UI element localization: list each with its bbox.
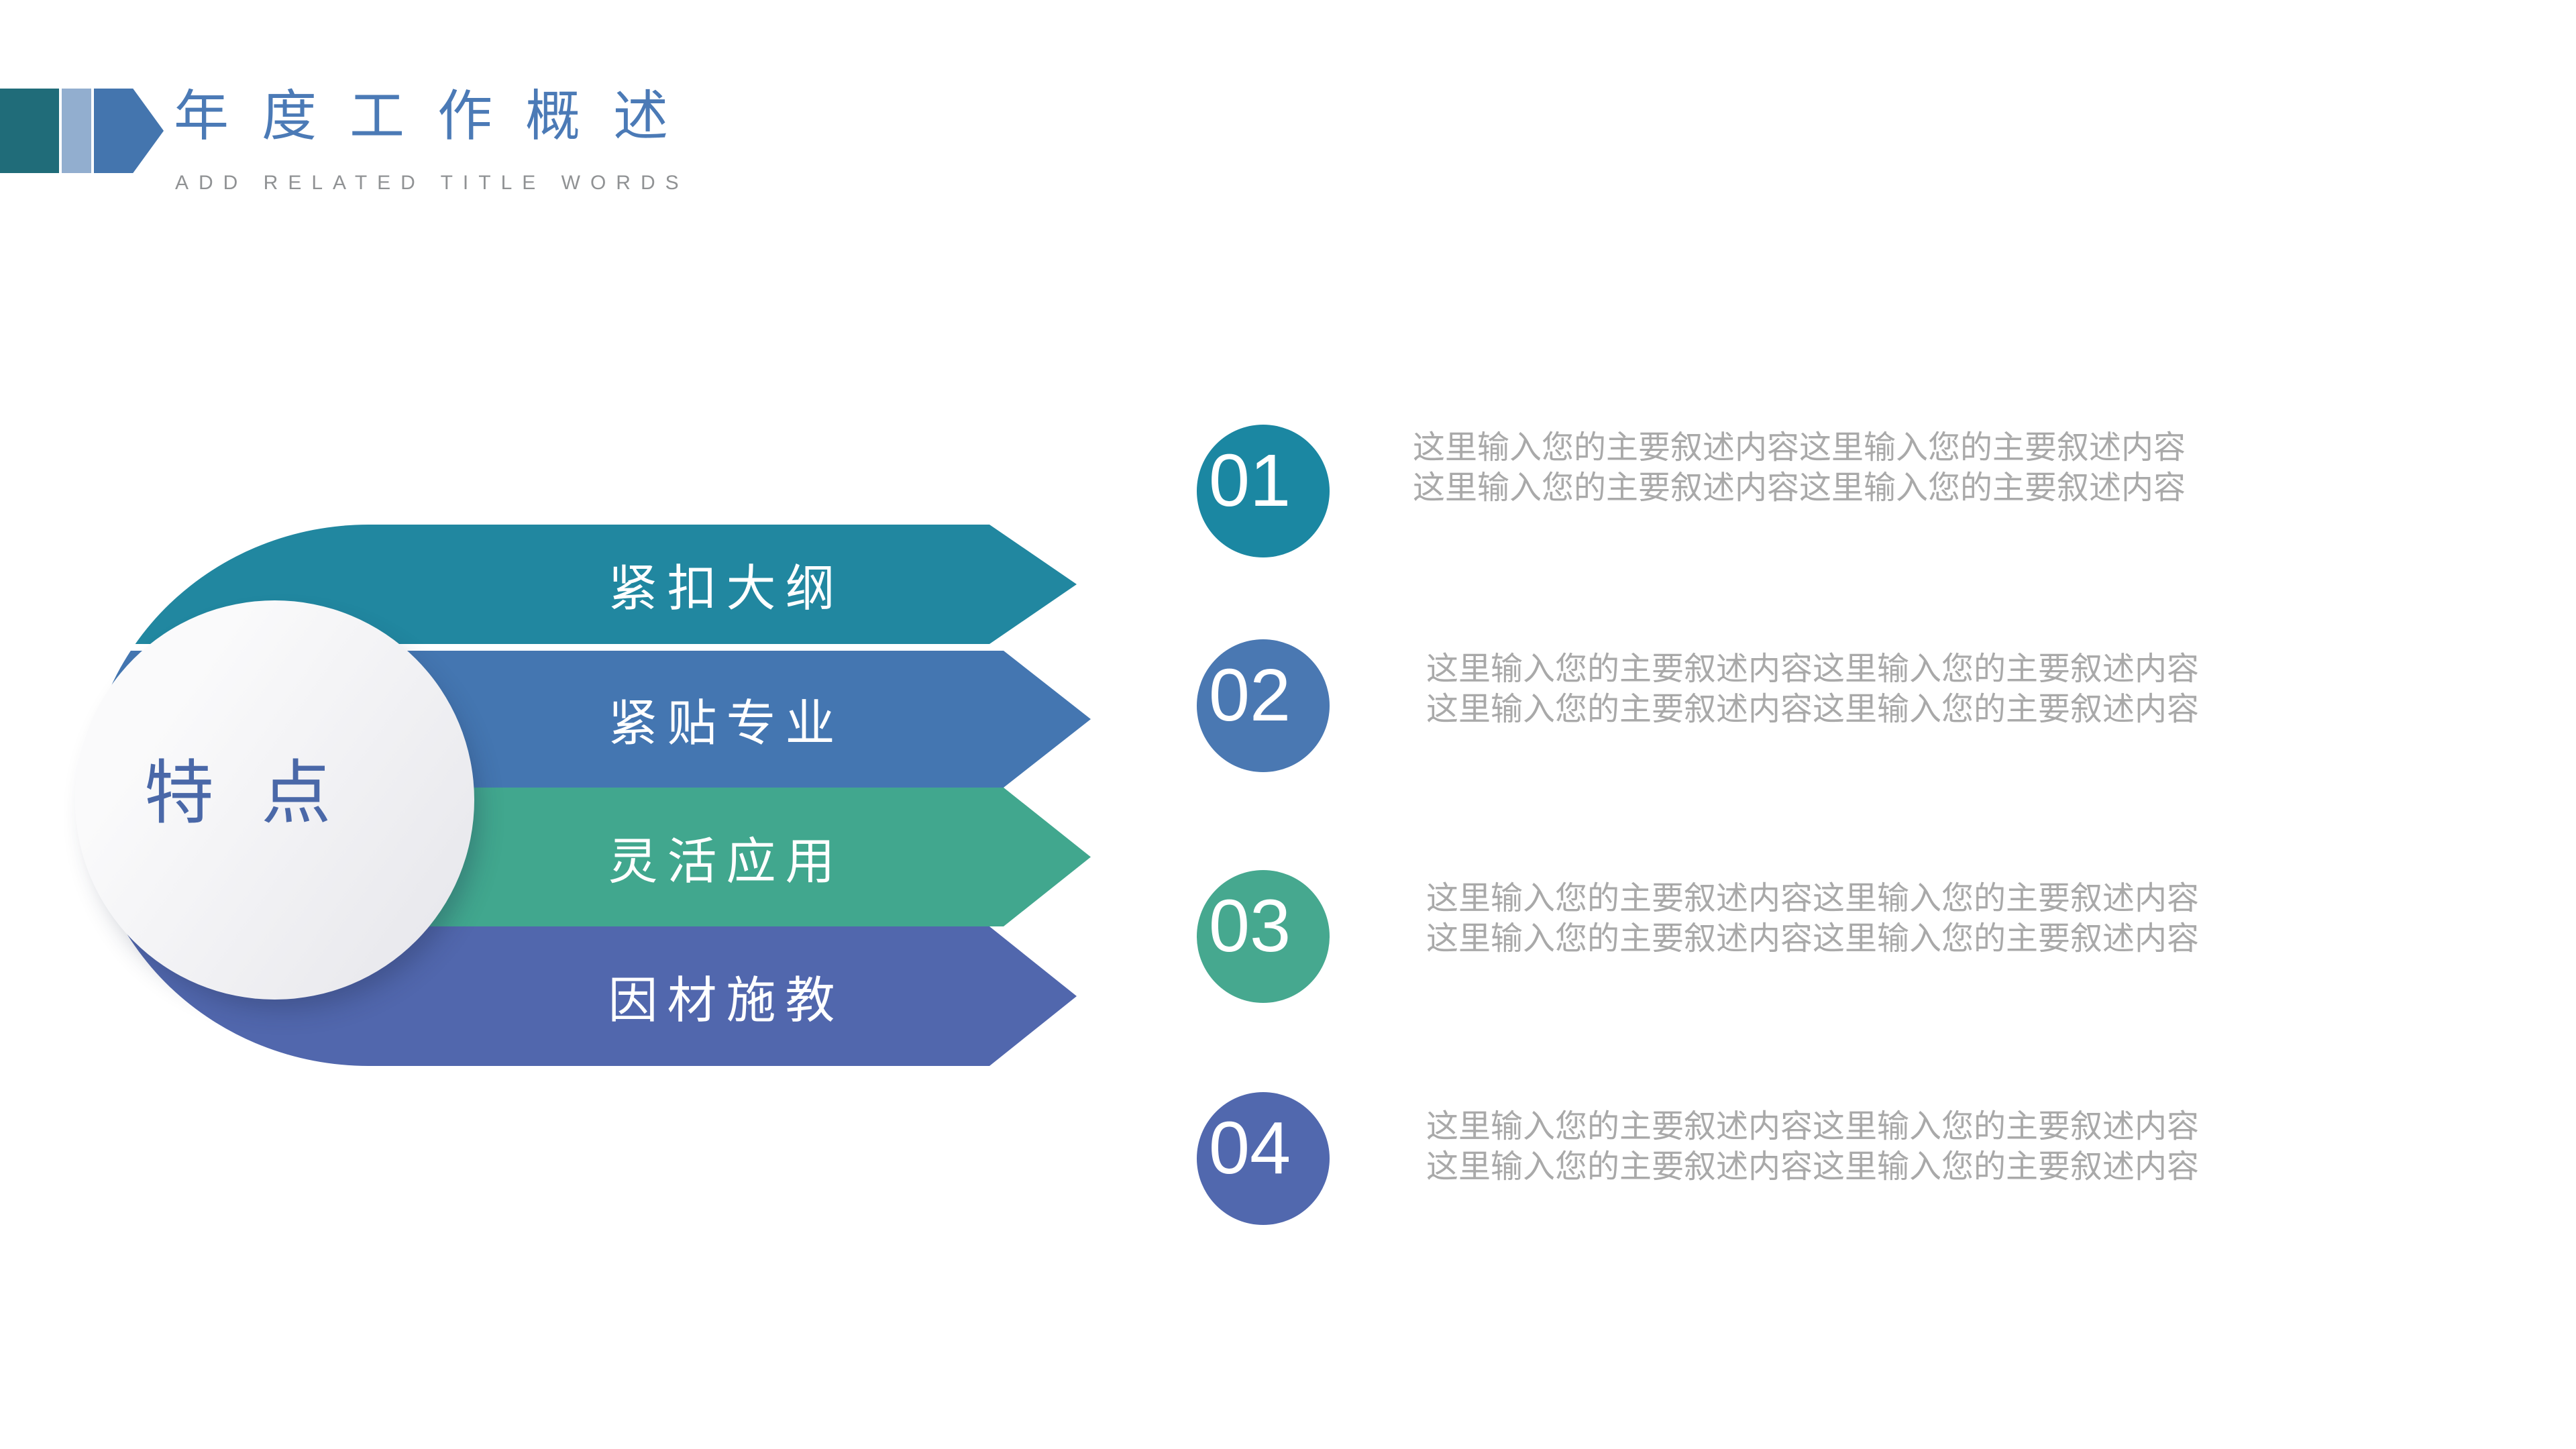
item-2-number-badge: 02 [1197, 639, 1330, 772]
item-1-number-badge: 01 [1197, 425, 1330, 557]
header-marker-lightblue-block [62, 89, 91, 173]
item-1-text: 这里输入您的主要叙述内容这里输入您的主要叙述内容 这里输入您的主要叙述内容这里输… [1413, 428, 2186, 508]
item-4-text: 这里输入您的主要叙述内容这里输入您的主要叙述内容 这里输入您的主要叙述内容这里输… [1426, 1107, 2199, 1187]
item-4-number-badge: 04 [1197, 1092, 1330, 1225]
item-3-text-line2: 这里输入您的主要叙述内容这里输入您的主要叙述内容 [1426, 921, 2200, 957]
header-marker-arrow-icon [94, 89, 164, 173]
header-marker-teal-block [0, 89, 59, 173]
item-1-number: 01 [1208, 439, 1291, 522]
item-3-number: 03 [1208, 884, 1291, 967]
item-1-text-line1: 这里输入您的主要叙述内容这里输入您的主要叙述内容 [1413, 430, 2186, 466]
item-4-text-line1: 这里输入您的主要叙述内容这里输入您的主要叙述内容 [1426, 1109, 2200, 1144]
banner-row-2-label: 紧贴专业 [608, 695, 845, 751]
banner-row-1-label: 紧扣大纲 [608, 560, 845, 616]
item-3-number-badge: 03 [1197, 870, 1330, 1003]
feature-circle: 特 点 [75, 600, 474, 1000]
page-title: 年度工作概述 [174, 86, 702, 147]
item-4-number: 04 [1208, 1106, 1291, 1189]
item-2-text-line2: 这里输入您的主要叙述内容这里输入您的主要叙述内容 [1426, 692, 2200, 727]
page-subtitle: ADD RELATED TITLE WORDS [175, 172, 689, 194]
item-4-text-line2: 这里输入您的主要叙述内容这里输入您的主要叙述内容 [1426, 1149, 2200, 1185]
banner-row-3-label: 灵活应用 [608, 833, 845, 889]
item-2-text: 这里输入您的主要叙述内容这里输入您的主要叙述内容 这里输入您的主要叙述内容这里输… [1426, 649, 2199, 730]
item-1-text-line2: 这里输入您的主要叙述内容这里输入您的主要叙述内容 [1413, 470, 2186, 506]
banner-row-4-label: 因材施教 [608, 972, 845, 1028]
item-3-text-line1: 这里输入您的主要叙述内容这里输入您的主要叙述内容 [1426, 881, 2200, 916]
feature-circle-label: 特 点 [144, 755, 345, 833]
item-3-text: 这里输入您的主要叙述内容这里输入您的主要叙述内容 这里输入您的主要叙述内容这里输… [1426, 879, 2199, 959]
item-2-text-line1: 这里输入您的主要叙述内容这里输入您的主要叙述内容 [1426, 651, 2200, 687]
item-2-number: 02 [1208, 653, 1291, 737]
